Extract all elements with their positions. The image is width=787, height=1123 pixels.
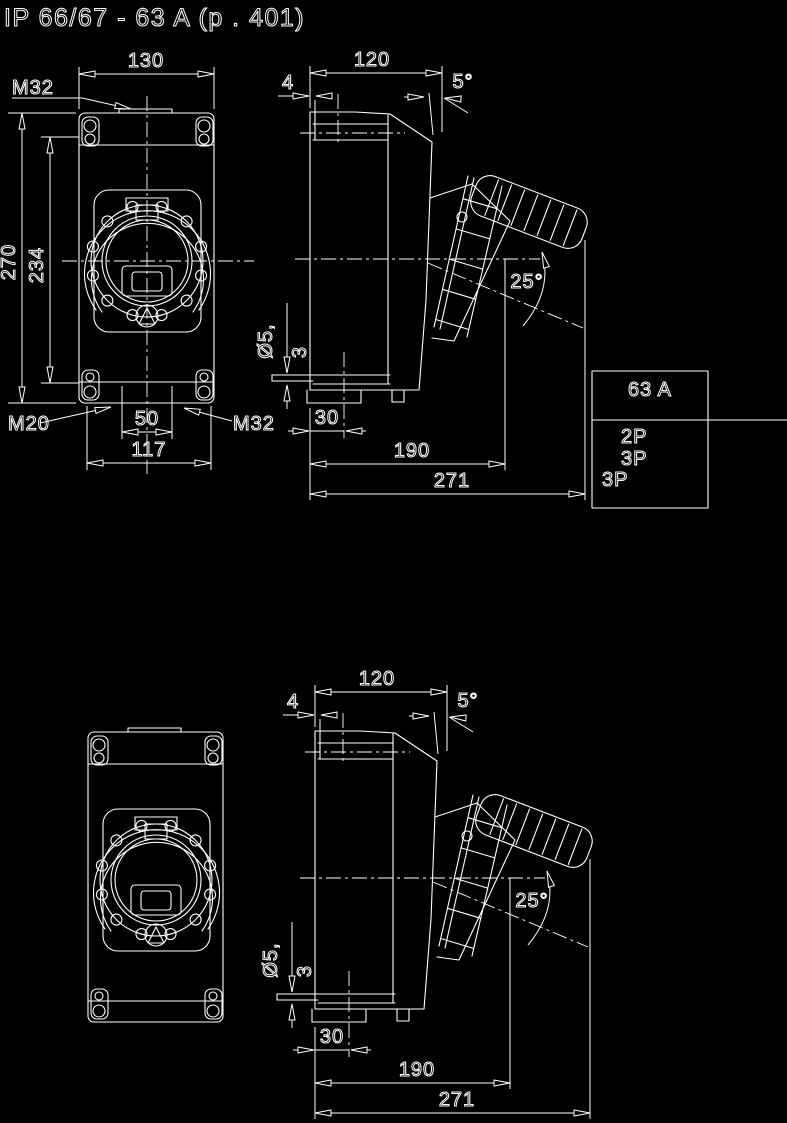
dim-entry-span: 50 (135, 408, 159, 430)
dim-hole-span: 117 (132, 439, 167, 461)
side-view-bottom (260, 668, 597, 1119)
spec-table: 63 A 2P 3P 3P (591, 370, 787, 509)
front-view-top (78, 108, 215, 404)
dim-height: 270 (0, 244, 20, 280)
leader-m32-top (81, 97, 132, 110)
front-view-dimensions: 130 M32 270 234 M20 M32 50 117 (0, 50, 275, 474)
dim-width: 130 (128, 50, 164, 72)
label-m20-bottom: M20 (8, 413, 50, 435)
spec-table-box (591, 370, 709, 509)
spec-rating: 63 A (628, 379, 672, 401)
spec-pole-row-3: 3P (602, 469, 628, 491)
label-m32-bottom: M32 (233, 413, 275, 435)
front-view-bottom (87, 727, 224, 1023)
spec-pole-row-2: 3P (621, 448, 647, 470)
spec-pole-row-1: 2P (621, 426, 647, 448)
dim-height-inner: 234 (26, 247, 48, 283)
label-m32-top: M32 (12, 77, 54, 99)
leader-m32-bottom (183, 407, 233, 422)
side-view-top (255, 49, 592, 500)
drawing-title: IP 66/67 - 63 A (p . 401) (4, 4, 305, 32)
leader-m20-bottom (39, 406, 112, 424)
